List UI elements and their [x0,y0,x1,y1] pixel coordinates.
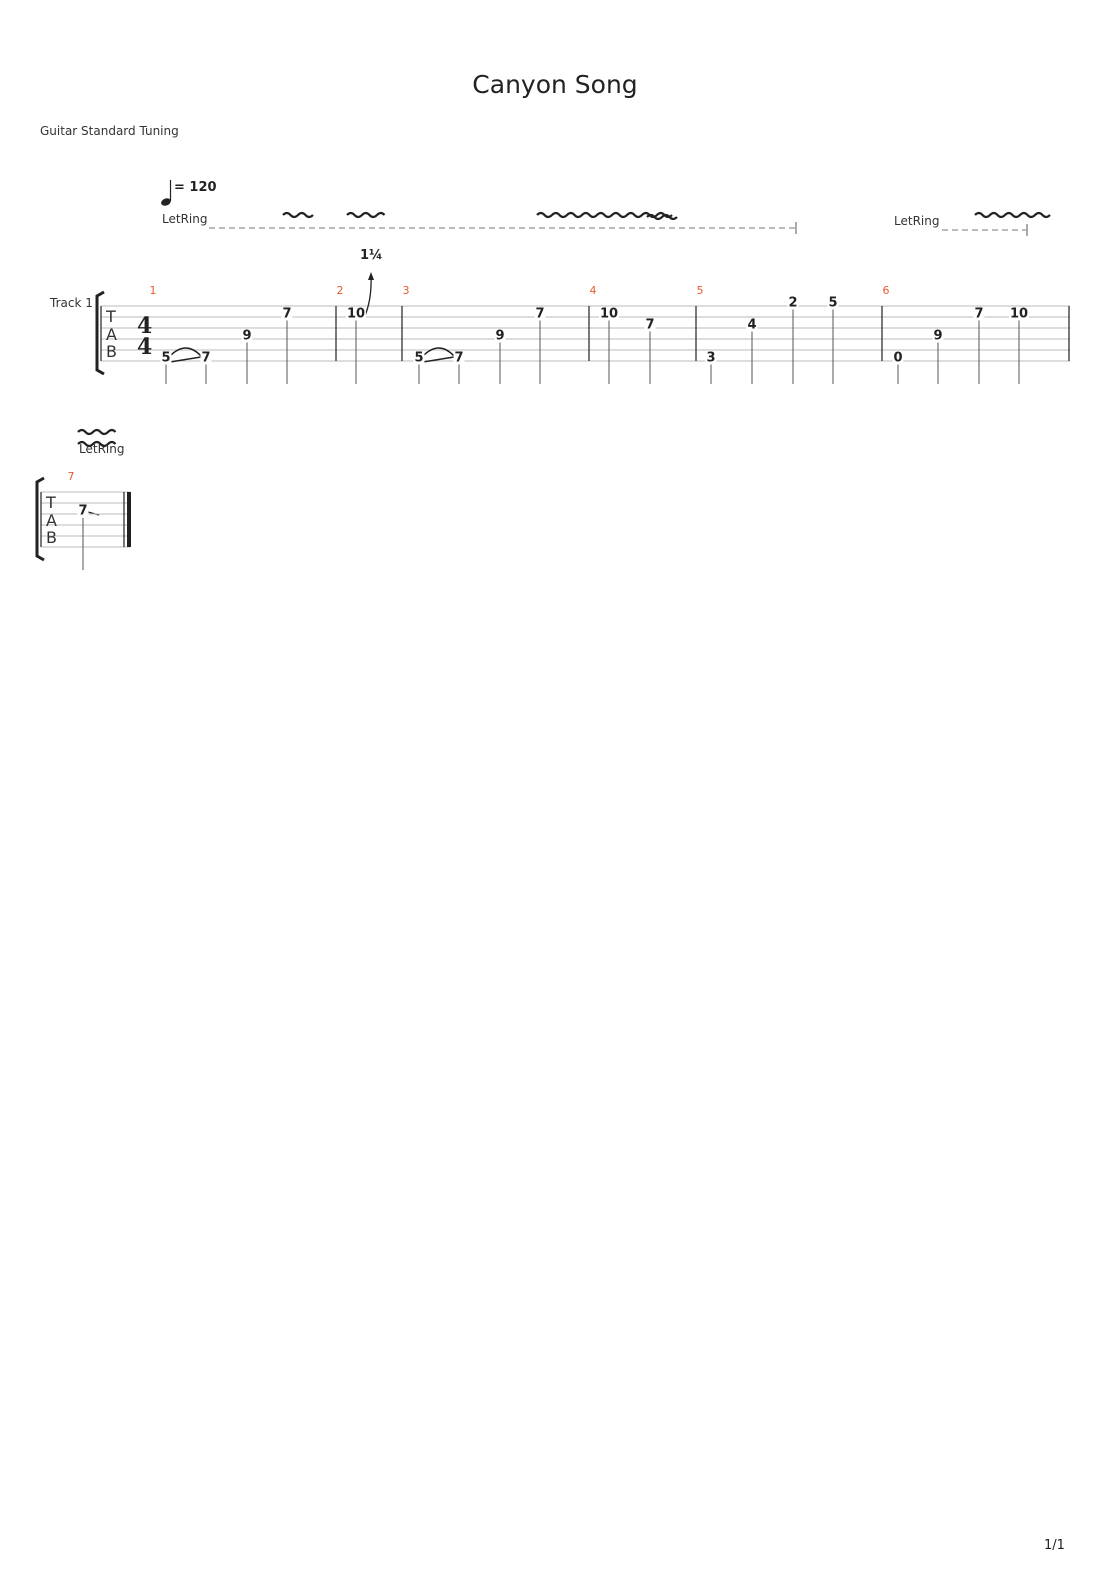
tempo-value: = 120 [174,180,217,195]
tab-note: 5 [827,295,839,311]
bar-number: 7 [67,470,75,483]
bar-number: 2 [336,284,344,297]
track-label: Track 1 [50,296,93,310]
tab-note: 7 [453,350,465,366]
tab-note: 10 [1008,306,1030,322]
page-number: 1/1 [1044,1538,1065,1553]
let-ring-label-1: LetRing [162,212,208,226]
tab-note: 7 [973,306,985,322]
tab-note: 10 [598,306,620,322]
tab-clef-a: A [106,325,117,344]
bar-number: 1 [149,284,157,297]
tab-note: 7 [200,350,212,366]
tab-note: 0 [892,350,904,366]
let-ring-label-2: LetRing [894,214,940,228]
tab-note: 5 [413,350,425,366]
time-signature-top: 4 [137,313,152,339]
bar-number: 3 [402,284,410,297]
tab-note: 7 [534,306,546,322]
tab-note: 5 [160,350,172,366]
bar-number: 4 [589,284,597,297]
tab-note: 9 [241,328,253,344]
bar-number: 6 [882,284,890,297]
tab-note: 2 [787,295,799,311]
tab-note: 7 [77,503,89,519]
bend-amount: 1¼ [360,248,383,263]
tab-note: 9 [494,328,506,344]
tab-note: 3 [705,350,717,366]
bar-number: 5 [696,284,704,297]
tab-note: 10 [345,306,367,322]
quarter-note-icon [161,180,172,206]
song-title: Canyon Song [472,70,638,99]
tab-note: 7 [281,306,293,322]
tab-clef-t: T [45,493,56,512]
tab-note: 4 [746,317,758,333]
tuning-label: Guitar Standard Tuning [40,124,179,138]
time-signature-bottom: 4 [137,334,152,360]
tab-note: 9 [932,328,944,344]
tab-clef-b: B [46,528,57,547]
tab-note: 7 [644,317,656,333]
tab-clef-a: A [46,511,57,530]
vibrato-icon [77,211,1051,448]
tab-clef-t: T [105,307,116,326]
tab-clef-b: B [106,342,117,361]
